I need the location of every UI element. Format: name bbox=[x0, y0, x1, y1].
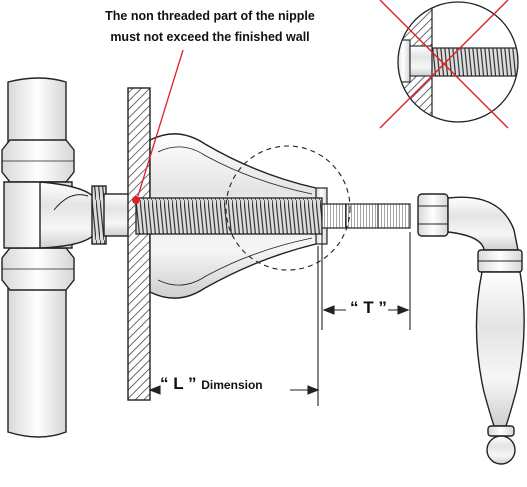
l-dimension-suffix: Dimension bbox=[201, 378, 263, 392]
t-dimension-label: “ T ” bbox=[350, 298, 387, 317]
prohibited-inset bbox=[379, 0, 519, 129]
detail-circle bbox=[225, 145, 351, 271]
l-dimension-symbol: “ L ” bbox=[160, 374, 197, 393]
installation-note: The non threaded part of the nipple must… bbox=[60, 6, 360, 48]
pipe-fitting bbox=[1, 77, 137, 438]
l-dimension-label: “ L ” Dimension bbox=[160, 374, 263, 394]
prohibited-cross bbox=[379, 0, 509, 129]
wall-hatch bbox=[127, 87, 151, 401]
callout-leader bbox=[132, 49, 184, 204]
note-line-2: must not exceed the finished wall bbox=[110, 30, 310, 44]
dimension-lines bbox=[148, 232, 411, 406]
note-line-1: The non threaded part of the nipple bbox=[105, 9, 315, 23]
lever-handle bbox=[417, 193, 525, 465]
threaded-nipple bbox=[135, 197, 411, 235]
